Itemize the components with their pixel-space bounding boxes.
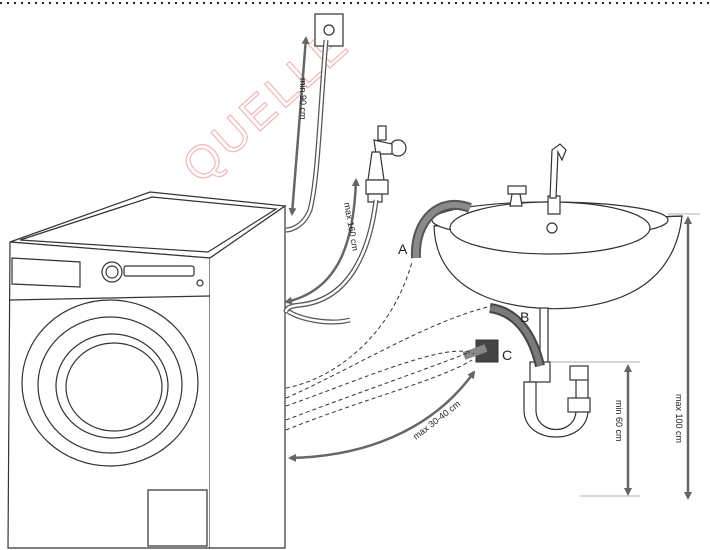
wall-outlet-top [314,13,344,47]
drain-outlet-c [462,339,499,363]
inlet-hose-tap [283,199,379,313]
drain-c-arrow [288,370,476,462]
sink-tap-faucet [365,125,407,203]
point-b-label: B [520,309,529,325]
inlet-top-label: min 90 cm [298,78,308,120]
drain-c-label: max 30-40 cm [411,399,462,442]
point-a-label: A [398,241,408,257]
inlet-tap-label: max 160 cm [342,202,360,252]
drain-hose-a [410,199,472,259]
inlet-tap-arrow [284,178,360,305]
sink-basin [431,143,683,310]
sink-height-label: max 100 cm [674,394,684,443]
sink-drain-trap [523,307,591,438]
trap-height-label: min 60 cm [614,400,624,442]
point-c-label: C [502,347,512,363]
washing-machine [7,191,287,549]
drain-hose-b [489,303,545,368]
